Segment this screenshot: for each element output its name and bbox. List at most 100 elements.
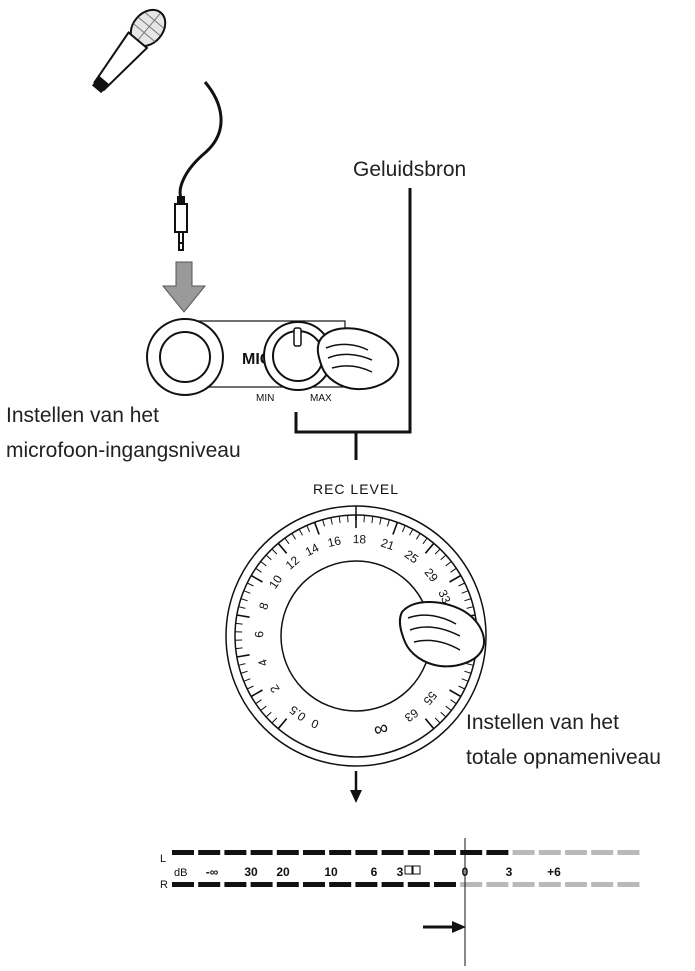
dial-tick xyxy=(313,522,320,535)
meter-segment xyxy=(276,882,299,887)
meter-segment xyxy=(355,882,378,887)
rec-level-label: REC LEVEL xyxy=(313,481,399,497)
dial-tick xyxy=(291,533,297,540)
meter-segment xyxy=(355,850,378,855)
dial-tick xyxy=(440,711,447,718)
meter-segment xyxy=(434,850,456,855)
mic-cable xyxy=(178,81,223,199)
dial-tick xyxy=(260,705,267,711)
dial-label: 21 xyxy=(379,536,396,554)
dial-tick xyxy=(458,582,466,587)
dial-tick xyxy=(255,699,262,705)
dial-tick xyxy=(450,567,457,573)
dial-tick xyxy=(445,705,452,711)
dial-tick xyxy=(434,717,441,724)
dial-tick xyxy=(449,574,462,583)
dial-tick xyxy=(409,528,414,536)
dial-tick xyxy=(243,590,251,594)
meter-segment xyxy=(407,882,430,887)
microphone-icon xyxy=(91,8,167,94)
dial-tick xyxy=(445,561,452,567)
dial-tick xyxy=(415,533,421,540)
dial-tick xyxy=(246,582,254,587)
meter-scale-label: 10 xyxy=(324,865,338,879)
meter-segment xyxy=(617,850,640,855)
meter-segment xyxy=(460,850,483,855)
dial-tick xyxy=(440,554,447,561)
mic-level-line xyxy=(294,412,358,460)
meter-scale-label: 3 xyxy=(506,865,513,879)
meter-segment xyxy=(276,850,299,855)
meter-segment xyxy=(486,850,509,855)
dial-tick xyxy=(240,598,248,602)
meter-segment xyxy=(198,850,221,855)
dial-label: 8 xyxy=(256,600,271,611)
meter-segment xyxy=(591,850,614,855)
dial-tick xyxy=(243,678,251,682)
dial-tick xyxy=(236,614,250,618)
meter-db-label: dB xyxy=(174,867,187,879)
meter-scale-box xyxy=(412,865,421,875)
dial-tick xyxy=(265,711,272,718)
meter-scale-label: +6 xyxy=(547,865,561,879)
meter-scale-box xyxy=(404,865,413,875)
meter-segment xyxy=(224,882,247,887)
mic-level-knob[interactable] xyxy=(263,321,333,391)
meter-segment xyxy=(303,882,325,887)
dial-tick xyxy=(260,561,267,567)
dial-tick xyxy=(240,670,248,674)
meter-segment xyxy=(303,850,325,855)
level-meter: L R dB -∞3020106303+6 xyxy=(160,838,640,966)
dial-tick xyxy=(235,622,243,625)
dial-tick xyxy=(246,685,254,690)
dial-tick xyxy=(236,654,250,658)
meter-segment xyxy=(407,850,430,855)
dial-tick xyxy=(422,537,428,545)
dial-label: 14 xyxy=(303,540,322,559)
dial-tick xyxy=(238,663,246,666)
meter-segment xyxy=(434,882,456,887)
meter-scale-label: 6 xyxy=(371,865,378,879)
dial-tick xyxy=(322,519,326,527)
meter-scale: -∞3020106303+6 xyxy=(206,865,561,879)
down-arrow-icon xyxy=(350,771,362,803)
dial-tick xyxy=(464,598,472,602)
dial-tick xyxy=(265,554,272,561)
meter-segment xyxy=(198,882,221,887)
dial-tick xyxy=(392,522,399,535)
insert-arrow-icon xyxy=(161,261,207,313)
meter-scale-label: 3 xyxy=(397,865,404,879)
dial-label: 6 xyxy=(252,631,266,638)
dial-tick xyxy=(284,537,290,545)
dial-tick xyxy=(466,663,474,666)
mic-level-caption-line2: microfoon-ingangsniveau xyxy=(6,439,241,462)
hand-icon xyxy=(316,327,400,391)
dial-tick xyxy=(306,525,311,533)
dial-tick xyxy=(271,717,278,724)
dial-tick xyxy=(250,689,263,698)
meter-segment xyxy=(512,882,535,887)
source-label: Geluidsbron xyxy=(353,158,467,181)
meter-scale-label: -∞ xyxy=(206,865,219,879)
rec-level-caption-line1: Instellen van het xyxy=(466,711,619,734)
meter-segment xyxy=(538,850,561,855)
dial-label: 16 xyxy=(326,533,342,550)
mic-level-caption-line1: Instellen van het xyxy=(6,404,159,427)
meter-segment xyxy=(565,850,587,855)
dial-tick xyxy=(449,689,462,698)
meter-segment xyxy=(591,882,614,887)
meter-segment xyxy=(250,850,273,855)
hand-icon xyxy=(398,601,485,668)
dial-tick xyxy=(401,525,406,533)
meter-segment xyxy=(565,882,587,887)
meter-segment xyxy=(538,882,561,887)
mic-min-label: MIN xyxy=(256,393,274,404)
dial-tick xyxy=(386,519,390,527)
dial-tick xyxy=(424,718,435,730)
jack-plug-icon xyxy=(174,196,188,251)
meter-right-row xyxy=(172,882,640,887)
dial-tick xyxy=(250,574,263,583)
dial-tick xyxy=(255,567,262,573)
source-line xyxy=(356,188,412,434)
dial-tick xyxy=(371,516,374,524)
